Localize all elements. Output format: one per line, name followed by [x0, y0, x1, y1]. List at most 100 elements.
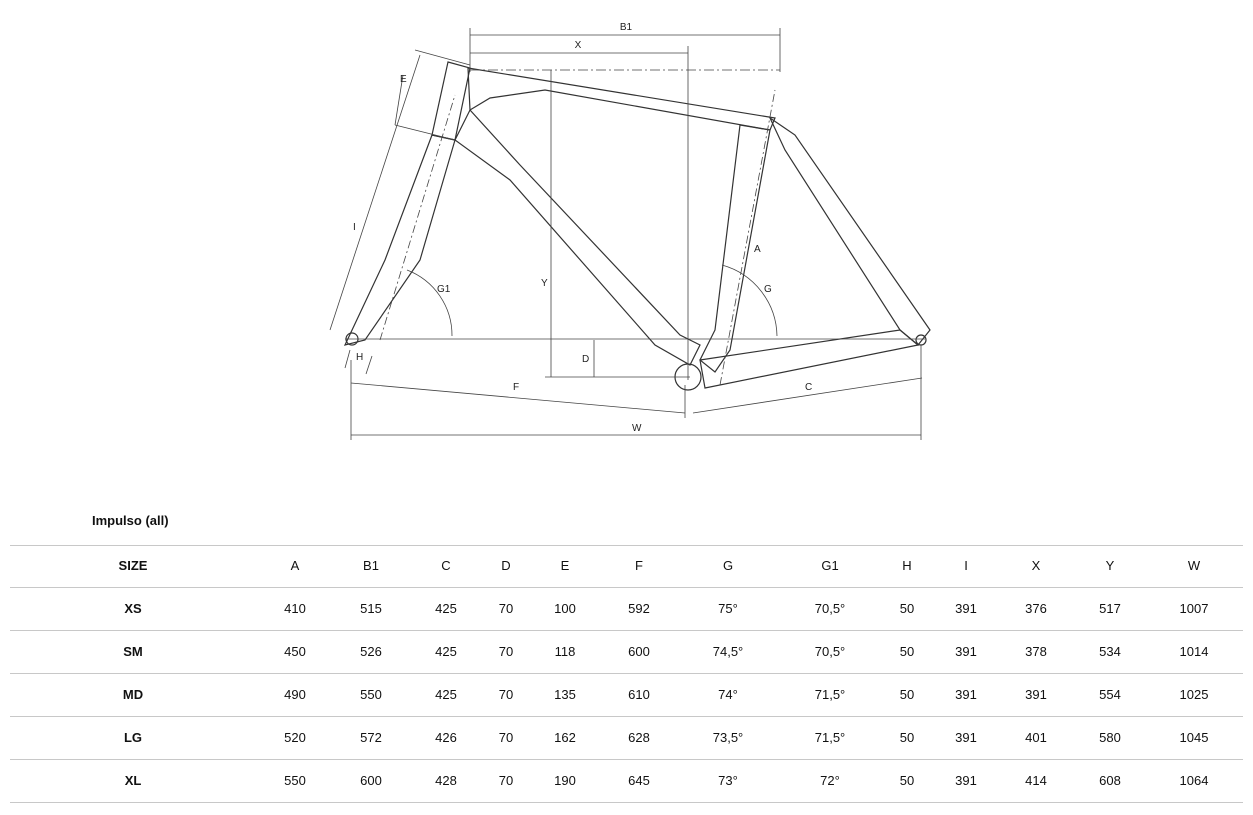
label-C: C — [805, 382, 812, 393]
value-cell: 428 — [435, 773, 457, 788]
column-header: G — [722, 558, 734, 573]
value-cell: 401 — [1025, 730, 1047, 745]
value-cell: 50 — [899, 644, 915, 659]
seat-tube — [699, 124, 771, 373]
value-cell: 74° — [718, 687, 738, 702]
value-cell: 378 — [1025, 644, 1047, 659]
value-cell: 592 — [628, 601, 650, 616]
value-cell: 600 — [628, 644, 650, 659]
value-cell: 71,5° — [814, 687, 846, 702]
head-tube — [431, 61, 471, 141]
label-G1: G1 — [437, 284, 451, 295]
value-cell: 490 — [284, 687, 306, 702]
value-cell: 72° — [820, 773, 840, 788]
frame-geometry-diagram: B1 X E I G1 Y D H F W C A G — [329, 22, 931, 440]
value-cell: 50 — [899, 687, 915, 702]
label-A: A — [754, 244, 761, 255]
value-cell: 534 — [1099, 644, 1121, 659]
row-divider — [10, 545, 1243, 546]
row-divider — [10, 630, 1243, 631]
value-cell: 50 — [899, 773, 915, 788]
value-cell: 628 — [628, 730, 650, 745]
value-cell: 70 — [498, 601, 514, 616]
value-cell: 391 — [955, 644, 977, 659]
column-header: SIZE — [118, 558, 148, 573]
value-cell: 70 — [498, 730, 514, 745]
value-cell: 554 — [1099, 687, 1121, 702]
column-header: I — [964, 558, 968, 573]
value-cell: 391 — [1025, 687, 1047, 702]
column-header: A — [290, 558, 300, 573]
value-cell: 572 — [360, 730, 382, 745]
top-tube — [467, 67, 776, 131]
column-header: G1 — [821, 558, 839, 573]
row-divider — [10, 802, 1243, 803]
value-cell: 410 — [284, 601, 306, 616]
value-cell: 135 — [554, 687, 576, 702]
value-cell: 1025 — [1179, 687, 1209, 702]
value-cell: 50 — [899, 730, 915, 745]
value-cell: 100 — [554, 601, 576, 616]
chainstay — [699, 329, 920, 389]
value-cell: 73° — [718, 773, 738, 788]
label-W: W — [632, 423, 642, 434]
label-I: I — [353, 222, 356, 233]
value-cell: 1064 — [1179, 773, 1209, 788]
value-cell: 610 — [628, 687, 650, 702]
value-cell: 71,5° — [814, 730, 846, 745]
label-F: F — [513, 382, 519, 393]
value-cell: 425 — [435, 601, 457, 616]
value-cell: 1007 — [1179, 601, 1209, 616]
value-cell: 515 — [360, 601, 382, 616]
value-cell: 425 — [435, 687, 457, 702]
value-cell: 426 — [435, 730, 457, 745]
label-H: H — [356, 352, 363, 363]
value-cell: 550 — [284, 773, 306, 788]
value-cell: 580 — [1099, 730, 1121, 745]
label-B1: B1 — [620, 22, 633, 33]
size-cell: SM — [123, 644, 143, 659]
label-X: X — [575, 40, 582, 51]
column-header: F — [635, 558, 643, 573]
value-cell: 550 — [360, 687, 382, 702]
table-title: Impulso (all) — [92, 513, 169, 528]
value-cell: 517 — [1099, 601, 1121, 616]
label-D: D — [582, 354, 589, 365]
value-cell: 391 — [955, 687, 977, 702]
value-cell: 50 — [899, 601, 915, 616]
size-cell: LG — [123, 730, 143, 745]
value-cell: 425 — [435, 644, 457, 659]
value-cell: 391 — [955, 601, 977, 616]
value-cell: 118 — [554, 644, 576, 659]
row-divider — [10, 673, 1243, 674]
value-cell: 70,5° — [814, 644, 846, 659]
down-tube — [454, 108, 701, 366]
dimension-lines — [329, 28, 925, 440]
value-cell: 73,5° — [712, 730, 744, 745]
frame-outline — [343, 61, 931, 391]
value-cell: 70 — [498, 687, 514, 702]
value-cell: 414 — [1025, 773, 1047, 788]
value-cell: 526 — [360, 644, 382, 659]
value-cell: 162 — [554, 730, 576, 745]
rear-dropout — [915, 334, 927, 346]
value-cell: 450 — [284, 644, 306, 659]
value-cell: 600 — [360, 773, 382, 788]
column-header: E — [560, 558, 570, 573]
row-divider — [10, 587, 1243, 588]
value-cell: 190 — [554, 773, 576, 788]
row-divider — [10, 759, 1243, 760]
size-cell: XL — [124, 773, 142, 788]
value-cell: 1014 — [1179, 644, 1209, 659]
column-header: D — [501, 558, 511, 573]
label-Y: Y — [541, 278, 548, 289]
seat-stay — [768, 116, 931, 346]
value-cell: 391 — [955, 773, 977, 788]
column-header: X — [1031, 558, 1041, 573]
value-cell: 75° — [718, 601, 738, 616]
column-header: B1 — [363, 558, 379, 573]
value-cell: 608 — [1099, 773, 1121, 788]
column-header: Y — [1105, 558, 1115, 573]
size-cell: XS — [124, 601, 142, 616]
label-E: E — [400, 74, 407, 85]
